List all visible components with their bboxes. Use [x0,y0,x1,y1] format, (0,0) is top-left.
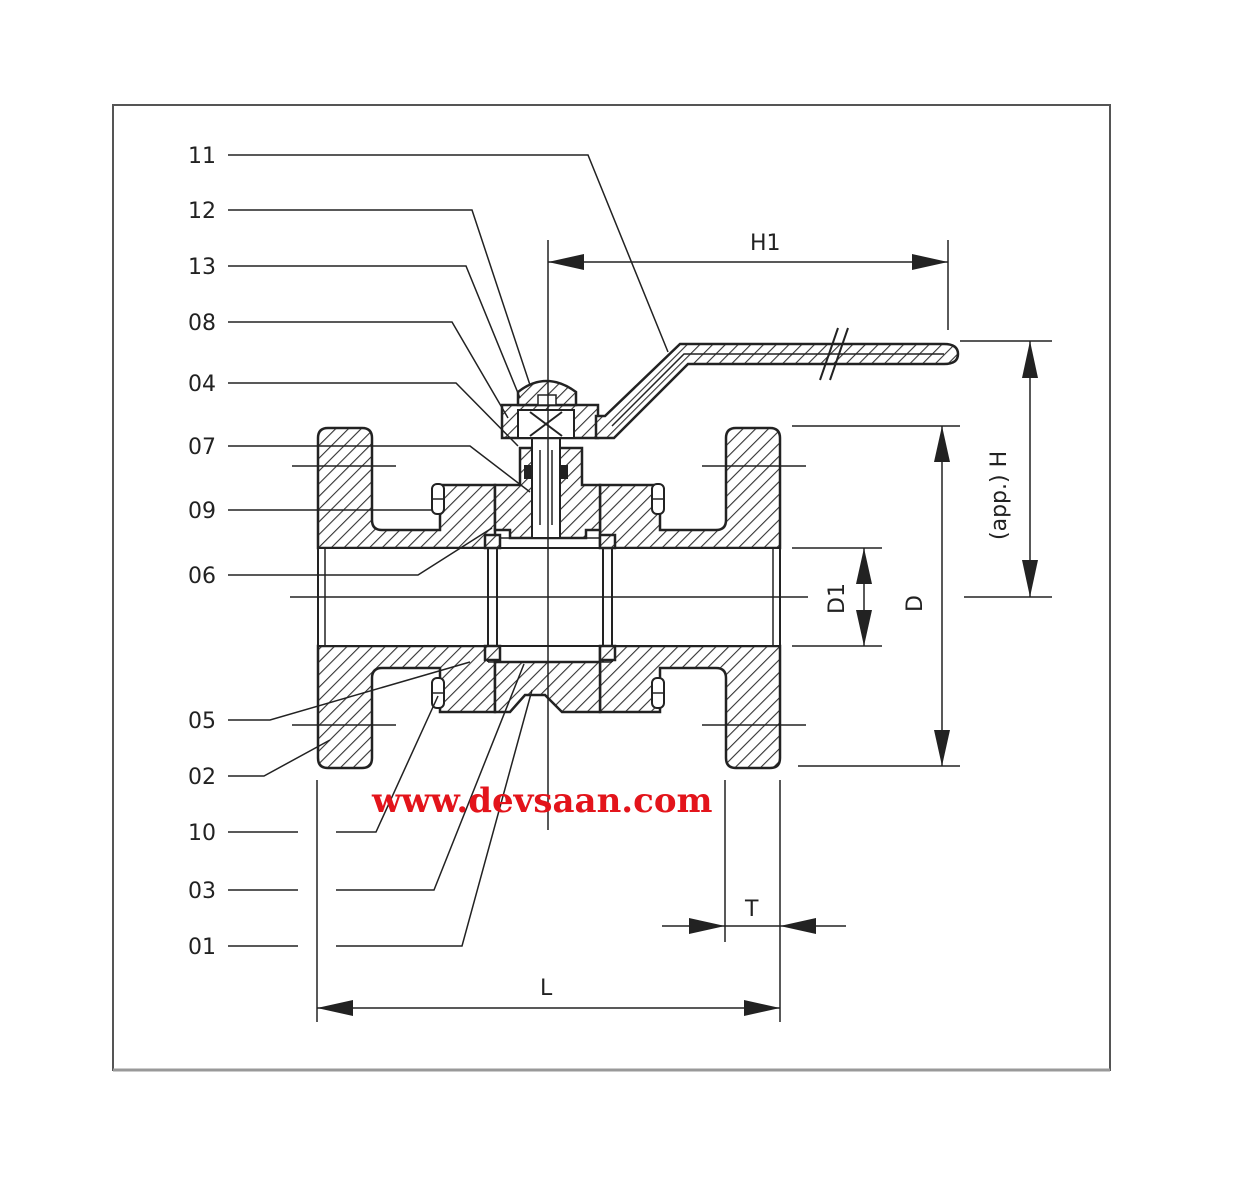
callout-10: 10 [188,821,216,846]
callout-04: 04 [188,372,216,397]
drawing-frame [112,104,1111,1072]
center-lines [290,240,808,830]
stem-cap [516,379,578,407]
callout-13: 13 [188,255,216,280]
bolt-bottom-left [431,677,445,709]
callout-09: 09 [188,499,216,524]
leader-lines [228,154,669,947]
dim-label-h: (app.) H [987,451,1012,540]
dimension-labels: H1 (app.) H D D1 T L [540,231,1012,1001]
right-flange-lower [598,644,782,770]
dim-label-t: T [744,897,759,922]
handle [594,342,960,440]
callout-12: 12 [188,199,216,224]
callout-06: 06 [188,564,216,589]
callout-11: 11 [188,144,216,169]
dim-label-d1: D1 [825,583,850,614]
callout-labels: 11 12 13 08 04 07 09 06 05 02 10 03 01 [188,144,216,960]
stem [524,437,568,539]
dimension-lines [316,240,1052,1022]
left-flange-lower [316,644,497,770]
callout-03: 03 [188,879,216,904]
callout-08: 08 [188,311,216,336]
right-flange-upper [598,426,782,550]
callout-02: 02 [188,765,216,790]
callout-05: 05 [188,709,216,734]
callout-07: 07 [188,435,216,460]
watermark: www.devsaan.com [371,781,713,821]
bolt-top-left [431,483,445,515]
dim-label-d: D [903,595,928,612]
callout-01: 01 [188,935,216,960]
bolt-bottom-right [651,677,665,709]
dim-label-h1: H1 [750,231,781,256]
left-flange-upper [316,426,497,550]
bolt-top-right [651,483,665,515]
valve-body [316,327,960,770]
dim-label-l: L [540,976,553,1001]
